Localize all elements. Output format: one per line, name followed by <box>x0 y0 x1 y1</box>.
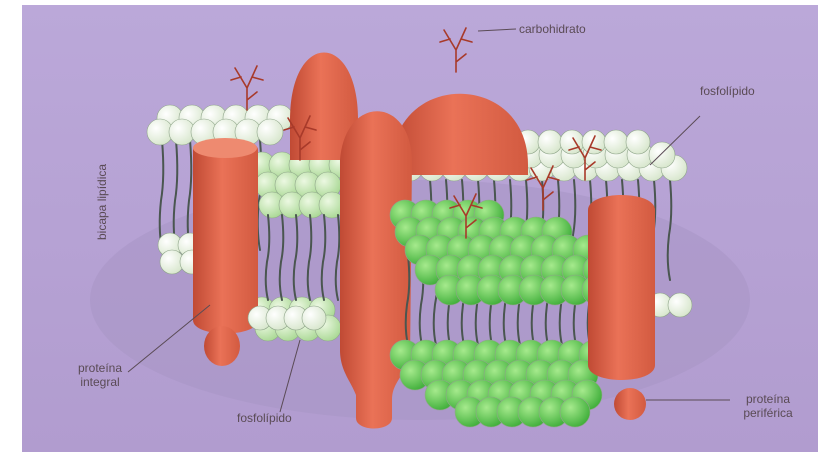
phospholipid-head <box>560 397 590 427</box>
phospholipid-head <box>626 130 650 154</box>
protein-top <box>193 138 257 158</box>
protein-body <box>193 139 258 334</box>
phospholipid-head <box>302 306 326 330</box>
phospholipid-head <box>668 293 692 317</box>
peripheral-protein-blob <box>614 388 646 420</box>
label-peripheral-protein: proteína periférica <box>730 392 806 420</box>
label-integral-protein: proteína integral <box>70 361 130 389</box>
phospholipid-head <box>582 130 606 154</box>
label-integral-line1: proteína <box>70 361 130 375</box>
protein-tail <box>204 326 240 366</box>
label-phospholipid-bottom: fosfolípido <box>237 411 292 425</box>
protein-body <box>588 195 655 380</box>
phospholipid-head <box>649 142 675 168</box>
phospholipid-head <box>538 130 562 154</box>
label-integral-line2: integral <box>70 375 130 389</box>
phospholipid-head <box>257 119 283 145</box>
label-carbohydrate: carbohidrato <box>519 22 586 36</box>
label-lipid-bilayer: bicapa lipídica <box>95 164 109 240</box>
label-peripheral-line1: proteína <box>730 392 806 406</box>
label-peripheral-line2: periférica <box>730 406 806 420</box>
label-phospholipid-top: fosfolípido <box>700 84 755 98</box>
phospholipid-head <box>604 130 628 154</box>
